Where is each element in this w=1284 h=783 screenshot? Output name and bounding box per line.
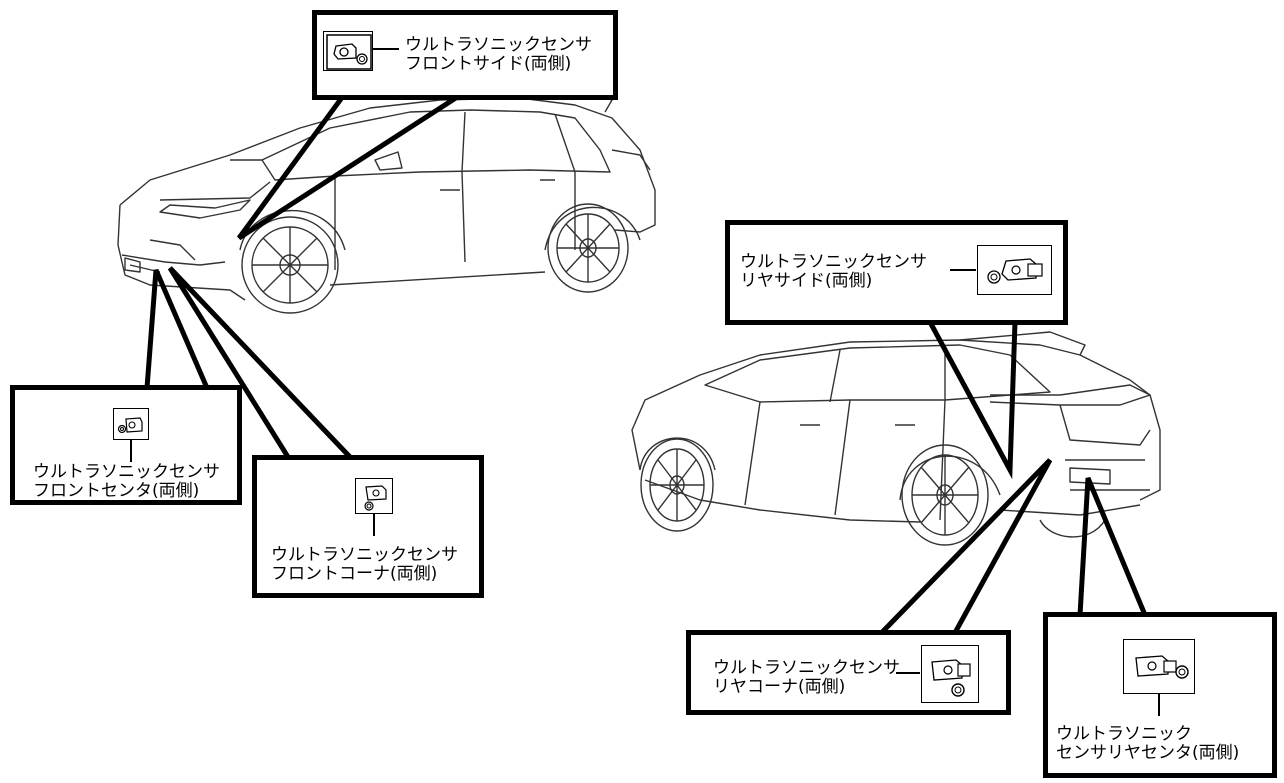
- label-line-2: リヤコーナ(両側): [713, 677, 846, 697]
- label-line-1: ウルトラソニックセンサ: [405, 35, 592, 55]
- icon-connector: [373, 514, 375, 536]
- sensor-front-corner-icon: [355, 478, 393, 514]
- callout-front-side: ウルトラソニックセンサ フロントサイド(両側): [312, 10, 618, 100]
- sensor-rear-corner-icon: [921, 645, 979, 703]
- label-line-2: フロントサイド(両側): [405, 54, 572, 74]
- label-line-2: センサリヤセンタ(両側): [1056, 743, 1240, 763]
- label-line-1: ウルトラソニックセンサ: [33, 462, 220, 482]
- callout-rear-side: ウルトラソニックセンサ リヤサイド(両側): [725, 220, 1068, 325]
- sensor-rear-side-icon: [977, 245, 1052, 295]
- leader-lines: [144, 89, 1148, 662]
- label-line-1: ウルトラソニックセンサ: [271, 545, 458, 565]
- sensor-front-center-icon: [113, 408, 149, 440]
- label-line-1: ウルトラソニック: [1056, 724, 1192, 744]
- sensor-rear-center-icon: [1123, 639, 1195, 694]
- rear-car: [631, 331, 1161, 546]
- label-line-2: フロントコーナ(両側): [271, 564, 438, 584]
- front-car: [117, 91, 656, 314]
- icon-connector: [373, 48, 399, 50]
- sensor-front-side-icon: [323, 31, 373, 71]
- icon-connector: [1158, 694, 1160, 716]
- callout-front-corner: ウルトラソニックセンサ フロントコーナ(両側): [252, 455, 484, 598]
- callout-front-center: ウルトラソニックセンサ フロントセンタ(両側): [10, 385, 242, 505]
- icon-connector: [896, 672, 920, 674]
- label-line-1: ウルトラソニックセンサ: [740, 252, 927, 272]
- label-line-2: リヤサイド(両側): [740, 271, 873, 291]
- icon-connector: [950, 269, 976, 271]
- callout-rear-center: ウルトラソニック センサリヤセンタ(両側): [1043, 612, 1277, 778]
- callout-rear-corner: ウルトラソニックセンサ リヤコーナ(両側): [686, 630, 1011, 715]
- icon-connector: [130, 440, 132, 462]
- label-line-2: フロントセンタ(両側): [33, 481, 200, 501]
- label-line-1: ウルトラソニックセンサ: [713, 658, 900, 678]
